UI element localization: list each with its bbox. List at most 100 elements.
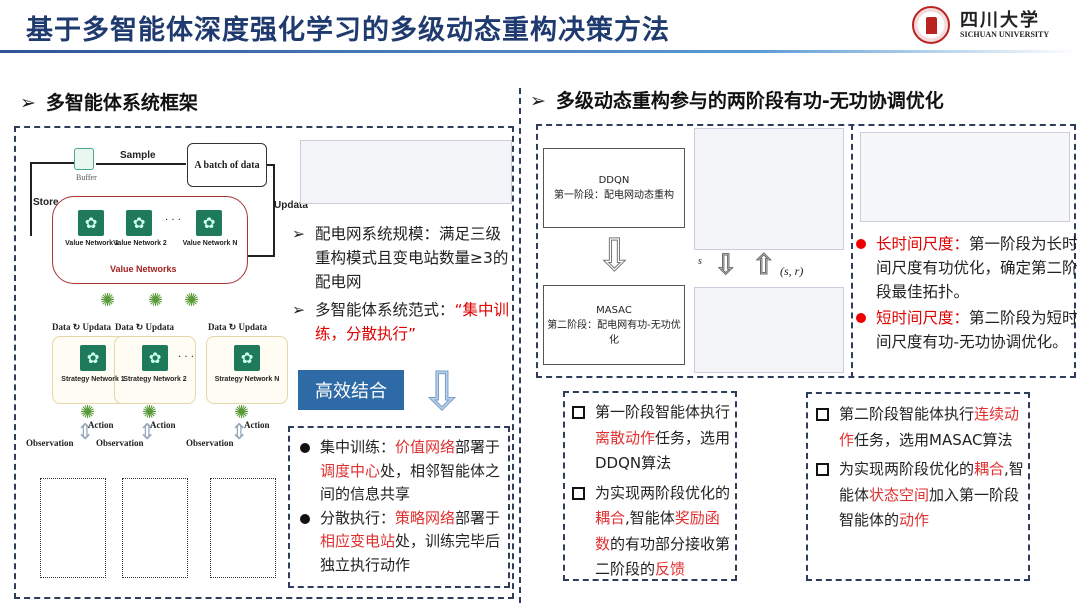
centralized-training-text: 集中训练：价值网络部署于调度中心处，相邻智能体之间的信息共享 (320, 438, 501, 503)
square-bullet-icon (816, 463, 829, 476)
bidirectional-arrow-icon: ⇕ (230, 420, 249, 445)
updata-label: Updata (82, 322, 112, 332)
stage2-coupling-text: 为实现两阶段优化的耦合,智能体状态空间加入第一阶段智能体的动作 (839, 460, 1024, 529)
stage2-algorithm: MASAC (596, 304, 632, 316)
stage2-notes: 第二阶段智能体执行连续动作任务，选用MASAC算法 为实现两阶段优化的耦合,智能… (816, 402, 1024, 534)
value-network-n-label: Value Network N (182, 240, 238, 247)
strategy-network-1-label: Strategy Network 1 (61, 376, 125, 383)
agent-connector-icon: ✺ (100, 290, 116, 311)
stage2-notes-box (806, 392, 1030, 581)
decentralized-execution-text: 分散执行：策略网络部署于相应变电站处，训练完毕后独立执行动作 (320, 508, 501, 574)
neural-network-icon: ✿ (126, 210, 152, 236)
neural-network-icon: ✿ (142, 345, 168, 371)
university-seal-logo (912, 6, 950, 44)
stage2-action-text: 第二阶段智能体执行连续动作任务，选用MASAC算法 (839, 405, 1020, 449)
value-networks-label: Value Networks (110, 264, 177, 274)
sample-label: Sample (120, 150, 156, 161)
data-label: Data (52, 322, 71, 332)
two-stage-inner-divider (851, 124, 853, 378)
down-arrow-icon: ⇩ (420, 362, 465, 422)
stage1-description: 第一阶段：配电网动态重构 (554, 190, 674, 201)
bullet-dot (856, 313, 866, 323)
ellipsis: · · · (165, 215, 181, 226)
down-arrow-icon: ⇩ (713, 248, 738, 282)
stage1-action-text: 第一阶段智能体执行离散动作任务，选用DDQN算法 (595, 403, 731, 472)
bullet-dot (300, 513, 310, 524)
strategy-network-2-label: Strategy Network 2 (123, 376, 187, 383)
updata-label: Updata (274, 200, 308, 211)
bidirectional-arrow-icon: ⇕ (138, 420, 157, 445)
stage1-coupling-text: 为实现两阶段优化的耦合,智能体奖励函数的有功部分接收第二阶段的反馈 (595, 483, 731, 579)
right-heading-text: 多级动态重构参与的两阶段有功-无功协调优化 (555, 90, 944, 112)
ddqn-structure-figure (694, 128, 844, 250)
data-label: Data (208, 322, 227, 332)
updata-label: Updata (145, 322, 175, 332)
agent-connector-icon: ✺ (148, 290, 164, 311)
logo-chinese-name: 四川大学 (960, 10, 1040, 31)
down-arrow-icon: ⇩ (596, 230, 634, 282)
square-bullet-icon (572, 406, 585, 419)
title-underline (0, 50, 1080, 53)
left-section-heading: ➢ 多智能体系统框架 (20, 88, 198, 115)
long-time-scale-text: 长时间尺度：第一阶段为长时间尺度有功优化，确定第二阶段最佳拓扑。 (876, 235, 1078, 301)
point-system-scale: 配电网系统规模：满足三级重构模式且变电站数量≥3的配电网 (315, 225, 509, 291)
arrow-bullet-icon: ➢ (530, 90, 546, 112)
updata-label: Updata (238, 322, 268, 332)
up-arrow-icon: ⇧ (751, 248, 776, 282)
square-bullet-icon (816, 408, 829, 421)
neural-network-icon: ✿ (78, 210, 104, 236)
training-execution-points: 集中训练：价值网络部署于调度中心处，相邻智能体之间的信息共享 分散执行：策略网络… (300, 436, 506, 577)
efficient-combination-label: 高效结合 (298, 370, 404, 410)
observation-label: Observation (186, 438, 234, 448)
agent-connector-icon: ✺ (80, 402, 96, 423)
point-paradigm: 多智能体系统范式：“集中训练，分散执行” (315, 301, 510, 343)
observation-label: Observation (96, 438, 144, 448)
training-execution-box (288, 426, 510, 588)
value-networks-group (52, 196, 248, 284)
agent-connector-icon: ✺ (184, 290, 200, 311)
value-network-2-label: Value Network 2 (113, 240, 167, 247)
stage1-notes: 第一阶段智能体执行离散动作任务，选用DDQN算法 为实现两阶段优化的耦合,智能体… (572, 400, 734, 583)
arrow-bullet-icon: ➢ (20, 92, 36, 114)
multi-agent-illustration (300, 140, 512, 204)
distribution-network-topology (40, 478, 106, 578)
agent-connector-icon: ✺ (234, 402, 250, 423)
bullet-dot (856, 239, 866, 249)
arrow-bullet-icon: ➢ (292, 301, 305, 319)
buffer-label: Buffer (76, 173, 97, 182)
neural-network-icon: ✿ (80, 345, 106, 371)
right-section-heading: ➢ 多级动态重构参与的两阶段有功-无功协调优化 (530, 86, 944, 113)
framework-points: ➢ 配电网系统规模：满足三级重构模式且变电站数量≥3的配电网 ➢ 多智能体系统范式：… (292, 222, 514, 346)
strategy-network-n-label: Strategy Network N (214, 376, 280, 383)
neural-network-icon: ✿ (234, 345, 260, 371)
action-label: Action (150, 420, 176, 430)
logo-english-name: SICHUAN UNIVERSITY (960, 30, 1050, 39)
bidirectional-arrow-icon: ⇕ (76, 420, 95, 445)
data-label: Data (115, 322, 134, 332)
square-bullet-icon (572, 486, 585, 500)
neural-network-icon: ✿ (196, 210, 222, 236)
observation-label: Observation (26, 438, 74, 448)
slide-title: 基于多智能体深度强化学习的多级动态重构决策方法 (26, 15, 670, 46)
stage2-description: 第二阶段：配电网有功-无功优化 (547, 319, 681, 346)
store-label: Store (33, 197, 59, 208)
arrow-bullet-icon: ➢ (292, 225, 305, 243)
batch-of-data-box: A batch of data (187, 143, 267, 187)
ellipsis: · · · (178, 352, 194, 363)
time-scale-notes: 长时间尺度：第一阶段为长时间尺度有功优化，确定第二阶段最佳拓扑。 短时间尺度：第… (856, 232, 1078, 354)
state-label: s (698, 256, 702, 267)
distribution-network-topology (210, 478, 276, 578)
masac-structure-figure (694, 287, 844, 373)
state-reward-label: (s, r) (780, 264, 804, 278)
stage1-notes-box (563, 391, 737, 581)
two-stage-box (536, 124, 1076, 378)
action-label: Action (244, 420, 270, 430)
action-label: Action (88, 420, 114, 430)
left-heading-text: 多智能体系统框架 (45, 92, 198, 114)
value-network-1-label: Value Network 1 (65, 240, 119, 247)
buffer-icon (74, 148, 94, 170)
agent-connector-icon: ✺ (142, 402, 158, 423)
bullet-dot (300, 443, 310, 453)
short-time-scale-text: 短时间尺度：第二阶段为短时间尺度有功-无功协调优化。 (876, 309, 1078, 351)
